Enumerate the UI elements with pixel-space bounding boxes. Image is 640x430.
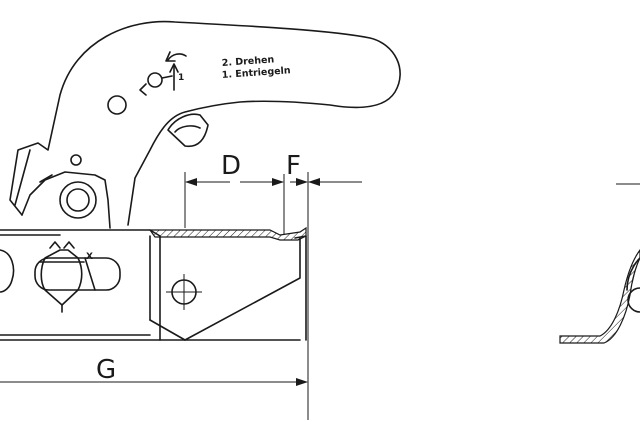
instruction-turn: 2. Drehen <box>221 54 274 69</box>
indicator-mark: X <box>86 252 93 262</box>
handle-hole-small-icon <box>107 95 127 115</box>
coupling-housing <box>0 181 307 341</box>
dimension-d-label: D <box>221 151 241 181</box>
handle-hole-tiny-icon <box>70 154 82 166</box>
key-knob-icon <box>147 72 163 88</box>
dimension-f-label: F <box>286 151 301 181</box>
housing-bolt-inner-icon <box>66 188 90 212</box>
side-section-view <box>559 183 640 344</box>
step-number: 1 <box>178 73 184 83</box>
hatched-plate <box>148 226 307 241</box>
rotate-arrow-icon <box>167 53 187 61</box>
instruction-unlock: 1. Entriegeln <box>221 65 291 81</box>
handle-lever <box>9 20 401 229</box>
dimension-lines <box>0 172 362 420</box>
wear-indicator-shield-icon <box>40 249 83 306</box>
housing-bolt-outer-icon <box>59 181 97 219</box>
dimension-g-label: G <box>96 355 116 385</box>
